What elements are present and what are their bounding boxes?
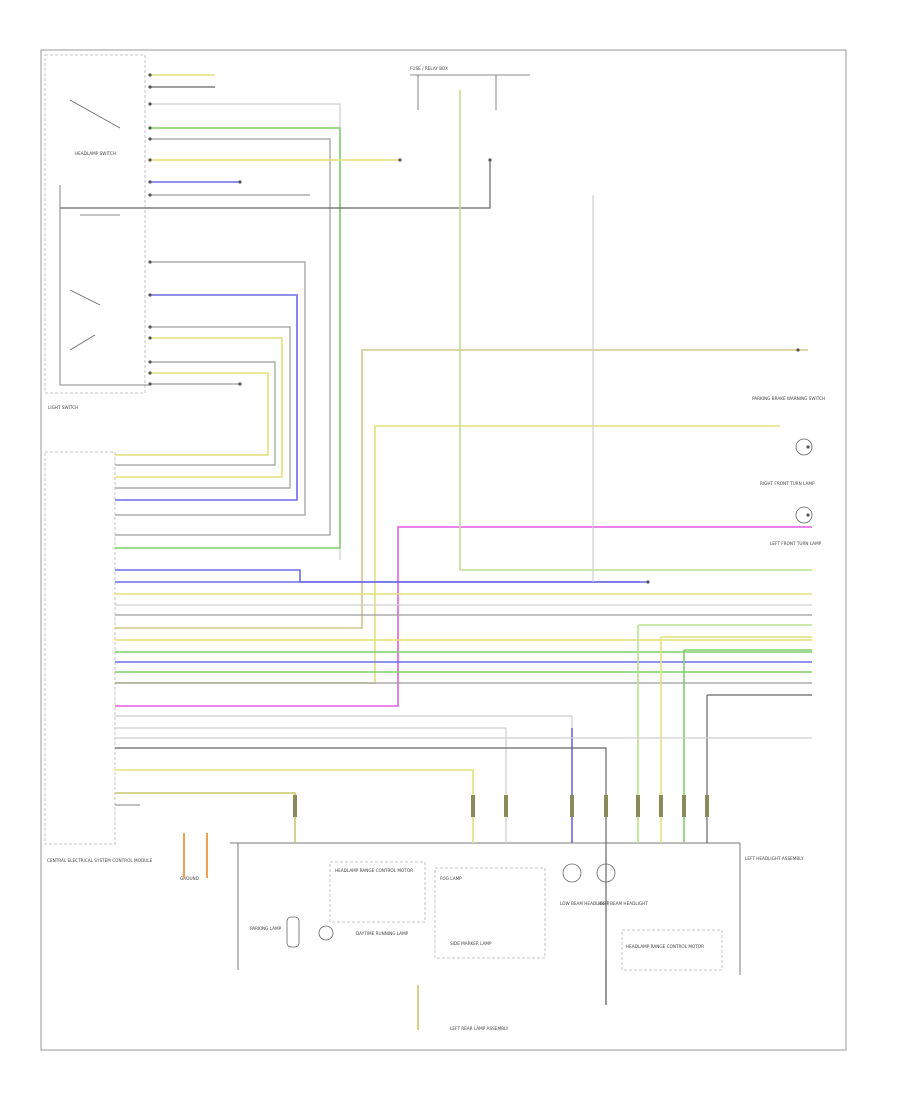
connector-pin-12: [148, 336, 152, 340]
connector-pin-21: [796, 348, 800, 352]
wire-15: [115, 372, 269, 456]
parking-brake-switch-label: PARKING BRAKE WARNING SWITCH: [752, 396, 825, 401]
low-beam-label: LOW BEAM HEADLIGHT: [560, 901, 609, 906]
fog-lamp-label: FOG LAMP: [440, 876, 462, 881]
assembly-connector-2: [471, 795, 475, 817]
wire-17: [115, 349, 808, 629]
left-rear-lamp-label: LEFT REAR LAMP ASSEMBLY: [450, 1026, 509, 1031]
connector-pin-4: [148, 126, 152, 130]
range-control-label: HEADLAMP RANGE CONTROL MOTOR: [626, 944, 704, 949]
wire-14: [115, 361, 276, 466]
connector-pin-18: [238, 180, 242, 184]
headlamp-range-box: [329, 861, 426, 923]
headlamp-range-label: HEADLAMP RANGE CONTROL MOTOR: [335, 868, 413, 873]
wire-13: [115, 337, 283, 478]
wire-4: [115, 127, 341, 549]
assembly-connector-5: [604, 795, 608, 817]
connector-pin-6: [148, 158, 152, 162]
connector-pin-22: [806, 445, 810, 449]
left-headlight-assembly-label: LEFT HEADLIGHT ASSEMBLY: [745, 856, 804, 861]
assembly-connector-9: [705, 795, 709, 817]
wire-42: [115, 727, 507, 843]
drl-symbol: [318, 925, 334, 941]
connector-pin-14: [148, 371, 152, 375]
wire-10: [115, 261, 306, 516]
assembly-connector-8: [682, 795, 686, 817]
connector-pin-8: [148, 193, 152, 197]
parking-lamp-symbol: [286, 916, 300, 948]
connector-pin-13: [148, 360, 152, 364]
connector-pin-1: [148, 73, 152, 77]
drl-label: DAYTIME RUNNING LAMP: [356, 931, 409, 936]
light-switch-label: LIGHT SWITCH: [48, 405, 78, 410]
switch-bus: [59, 99, 150, 386]
fog-side-box: [434, 867, 546, 959]
connector-pin-5: [148, 137, 152, 141]
wire-11: [115, 294, 298, 501]
wire-45: [115, 769, 474, 843]
connector-pin-11: [148, 325, 152, 329]
wire-runs: [60, 74, 812, 1030]
light-switch-box: [44, 54, 146, 394]
ground-label: GROUND: [180, 876, 199, 881]
assembly-connector-6: [636, 795, 640, 817]
wire-5: [115, 138, 331, 536]
assembly-connector-1: [293, 795, 297, 817]
switch-contacts: [59, 73, 810, 817]
diagram-frame: [40, 49, 847, 1051]
connector-pin-20: [646, 580, 650, 584]
parking-lamp-label: PARKING LAMP: [250, 926, 282, 931]
connector-pin-7: [148, 180, 152, 184]
side-marker-label: SIDE MARKER LAMP: [450, 941, 492, 946]
wire-12: [115, 326, 291, 489]
connector-pin-19: [238, 382, 242, 386]
connector-pin-2: [148, 85, 152, 89]
turn-lamp-symbol-1: [795, 438, 813, 456]
connector-pin-3: [148, 102, 152, 106]
fuse-relay-box-label: FUSE / RELAY BOX: [410, 66, 448, 71]
wire-19: [115, 526, 812, 707]
connector-pin-9: [148, 260, 152, 264]
central-module-label: CENTRAL ELECTRICAL SYSTEM CONTROL MODULE: [47, 858, 153, 863]
right-front-turn-label: RIGHT FRONT TURN LAMP: [760, 481, 815, 486]
assembly-connector-3: [504, 795, 508, 817]
connector-pin-16: [398, 158, 402, 162]
wire-9: [60, 160, 491, 209]
assembly-connector-4: [570, 795, 574, 817]
range-control-box: [621, 929, 723, 971]
assembly-connector-7: [659, 795, 663, 817]
left-front-turn-label: LEFT FRONT TURN LAMP: [770, 541, 822, 546]
wire-44: [115, 747, 607, 1005]
wire-40: [115, 715, 573, 843]
connector-pin-17: [488, 158, 492, 162]
wire-20: [459, 90, 812, 571]
wire-3: [150, 103, 341, 560]
connector-pin-23: [806, 513, 810, 517]
central-module-box: [44, 451, 116, 845]
turn-lamp-symbol-2: [795, 506, 813, 524]
connector-pin-10: [148, 293, 152, 297]
headlamp-switch-label: HEADLAMP SWITCH: [75, 151, 116, 156]
low-beam-symbol: [562, 863, 582, 883]
wire-21: [115, 569, 648, 583]
wire-46: [115, 792, 296, 843]
high-beam-label: HIGH BEAM HEADLIGHT: [598, 901, 648, 906]
